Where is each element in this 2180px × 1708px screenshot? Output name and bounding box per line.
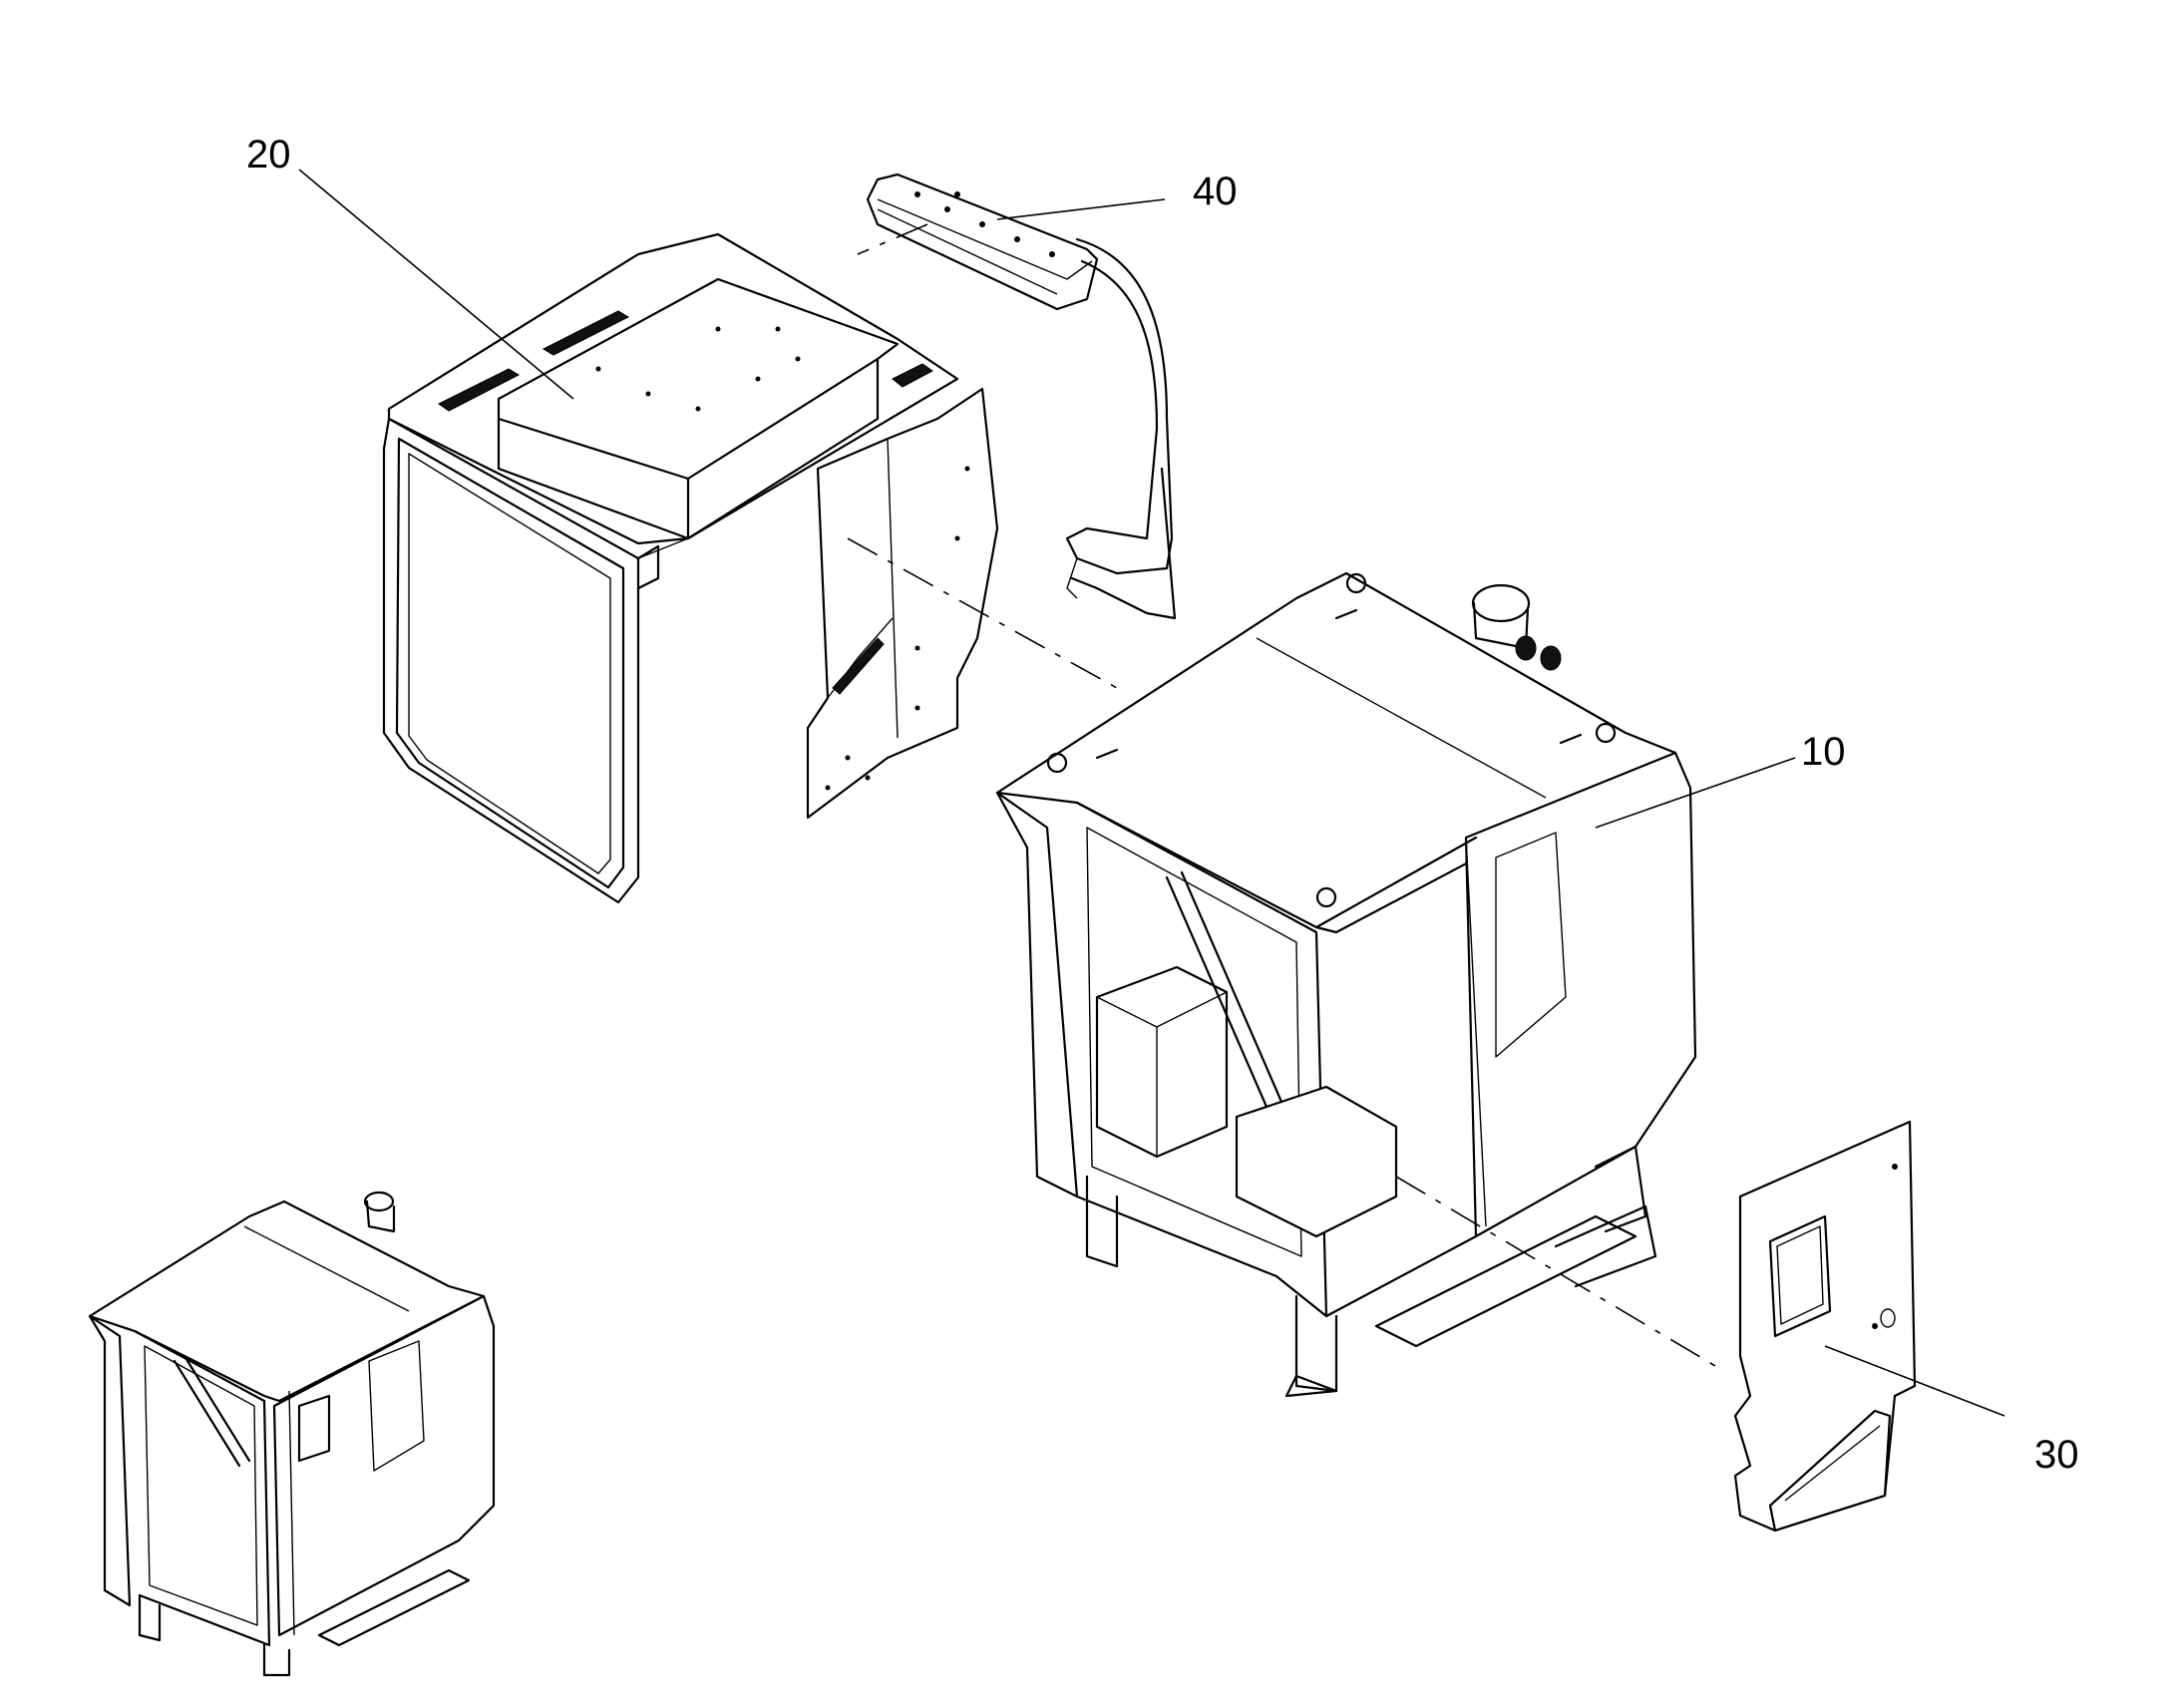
callout-40: 40 <box>1193 170 1238 213</box>
leader-lines <box>298 169 2005 1417</box>
leader-40 <box>996 198 1166 220</box>
leader-10 <box>1595 757 1796 829</box>
callout-10: 10 <box>1801 730 1846 774</box>
assembled-cab-view <box>88 1191 496 1677</box>
alignment-lines <box>847 223 1716 1367</box>
callout-30: 30 <box>2034 1433 2079 1477</box>
leader-30 <box>1824 1345 2005 1417</box>
part-30-side-panel <box>1733 1120 1917 1533</box>
leader-20 <box>298 169 574 400</box>
part-10-cab-frame <box>995 571 1697 1398</box>
part-40-duct-assembly <box>866 172 1177 620</box>
part-20-roof-shell <box>382 232 999 904</box>
callout-20: 20 <box>246 133 291 176</box>
